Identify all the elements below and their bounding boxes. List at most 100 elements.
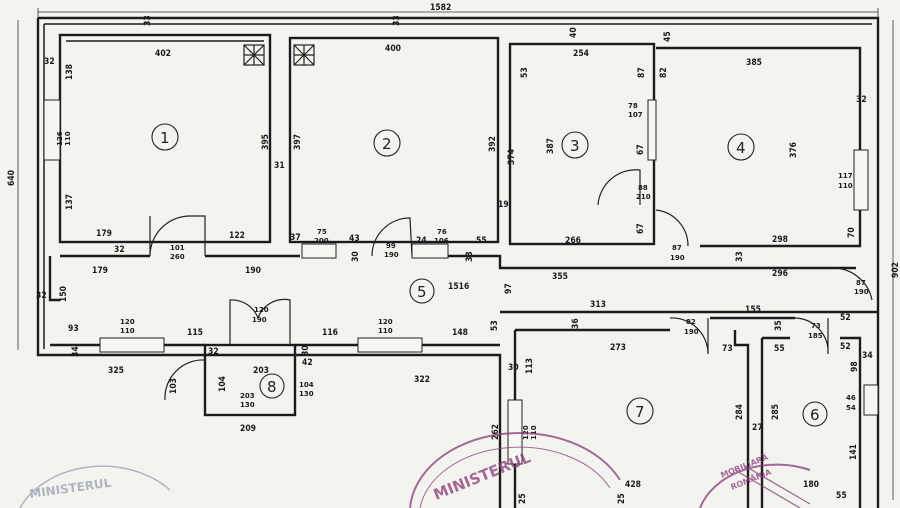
dim-label: 52 xyxy=(840,313,851,323)
dim-label: 75 xyxy=(317,228,327,236)
room-circle-8 xyxy=(259,373,285,399)
dim-label: 25 xyxy=(518,493,528,504)
room-circle-6 xyxy=(802,401,828,427)
dim-label: 120 xyxy=(254,306,269,314)
dim-label: 313 xyxy=(590,300,606,310)
dim-label: 190 xyxy=(245,266,261,276)
dim-label: 296 xyxy=(772,269,788,279)
dim-label: 32 xyxy=(208,347,219,357)
dim-label: 392 xyxy=(488,136,498,152)
dim-label: 53 xyxy=(520,67,530,78)
room-circle-4 xyxy=(727,133,755,161)
dim-label: 122 xyxy=(229,231,245,241)
dim-label: 376 xyxy=(789,142,799,158)
dim-label: 266 xyxy=(565,236,581,246)
dim-label: 104 xyxy=(218,376,228,392)
dim-label: 19 xyxy=(498,200,509,210)
dim-label: 138 xyxy=(65,64,75,80)
dim-label: 130 xyxy=(240,401,255,409)
dim-label: 355 xyxy=(552,272,568,282)
room-number-7: 7 xyxy=(635,403,645,421)
dim-label: 179 xyxy=(92,266,108,276)
dim-label: 54 xyxy=(846,404,856,412)
dim-label: 273 xyxy=(610,343,626,353)
dim-label: 30 xyxy=(351,251,361,262)
dim-label: 428 xyxy=(625,480,641,490)
dim-label: 190 xyxy=(670,254,685,262)
room-number-1: 1 xyxy=(160,129,170,147)
dim-label: 137 xyxy=(65,194,75,210)
dim-label: 82 xyxy=(686,318,696,326)
dim-label: 190 xyxy=(684,328,699,336)
dim-label: 73 xyxy=(722,344,733,354)
room-circle-1 xyxy=(151,123,179,151)
dim-label: 262 xyxy=(491,424,501,440)
dim-label: 284 xyxy=(735,404,745,420)
dim-label: 402 xyxy=(155,49,171,59)
room-number-4: 4 xyxy=(736,139,746,157)
room-circle-2 xyxy=(373,129,401,157)
dim-label: 33 xyxy=(392,15,402,26)
dim-label: 25 xyxy=(617,493,627,504)
room-2-walls xyxy=(288,36,500,244)
dim-label: 33 xyxy=(143,15,153,26)
dim-label: 203 xyxy=(253,366,269,376)
dim-label: 55 xyxy=(836,491,847,501)
dim-label: 190 xyxy=(384,251,399,259)
dim-label: 37 xyxy=(290,233,301,243)
dim-label: 73 xyxy=(811,322,821,330)
dim-label: 115 xyxy=(187,328,203,338)
dim-label: 298 xyxy=(772,235,788,245)
room-1-walls xyxy=(43,33,272,244)
dim-label: 101 xyxy=(170,244,185,252)
dim-label: 180 xyxy=(803,480,819,490)
dim-label: 106 xyxy=(434,237,449,245)
dim-label: 87 xyxy=(856,279,866,287)
dim-label: 104 xyxy=(299,381,314,389)
dim-label: 27 xyxy=(752,423,763,433)
room-7-walls xyxy=(507,316,795,508)
dim-label: 126 xyxy=(56,131,64,146)
dim-label: 32 xyxy=(44,57,55,67)
room-labels: 1 2 3 4 5 6 7 8 xyxy=(151,123,828,427)
dim-overall-width: 1582 xyxy=(430,3,451,13)
dim-label: 53 xyxy=(490,320,500,331)
room-circle-5 xyxy=(409,278,435,304)
dim-label: 32 xyxy=(856,95,867,105)
dim-label: 1516 xyxy=(448,282,469,292)
room-number-3: 3 xyxy=(570,137,580,155)
dim-label: 103 xyxy=(169,378,179,394)
dim-label: 397 xyxy=(293,134,303,150)
dim-label: 88 xyxy=(638,184,648,192)
room-number-5: 5 xyxy=(417,283,427,301)
dim-label: 148 xyxy=(452,328,468,338)
dim-label: 30 xyxy=(301,345,311,356)
dim-label: 110 xyxy=(64,131,72,146)
dim-overall-right-height: 902 xyxy=(891,262,900,278)
dim-label: 110 xyxy=(120,327,135,335)
dim-label: 260 xyxy=(170,253,185,261)
dim-label: 285 xyxy=(771,404,781,420)
room-6-walls xyxy=(760,336,879,508)
dim-label: 110 xyxy=(838,182,853,190)
dim-label: 24 xyxy=(416,236,427,246)
dim-label: 98 xyxy=(850,361,860,372)
dim-label: 130 xyxy=(299,390,314,398)
dim-label: 120 xyxy=(120,318,135,326)
dim-label: 34 xyxy=(862,351,873,361)
dim-label: 55 xyxy=(476,236,487,246)
room-4-walls xyxy=(656,46,869,248)
dim-label: 36 xyxy=(571,318,581,329)
room-circle-7 xyxy=(626,397,654,425)
dim-label: 82 xyxy=(659,67,669,78)
dim-label: 34 xyxy=(71,346,81,357)
dim-label: 52 xyxy=(840,342,851,352)
dim-label: 155 xyxy=(745,305,761,315)
dim-label: 33 xyxy=(735,251,745,262)
room-3-walls xyxy=(508,42,657,246)
dim-label: 254 xyxy=(573,49,589,59)
dim-label: 203 xyxy=(240,392,255,400)
dim-label: 40 xyxy=(569,27,579,38)
corridor-walls xyxy=(48,243,878,353)
